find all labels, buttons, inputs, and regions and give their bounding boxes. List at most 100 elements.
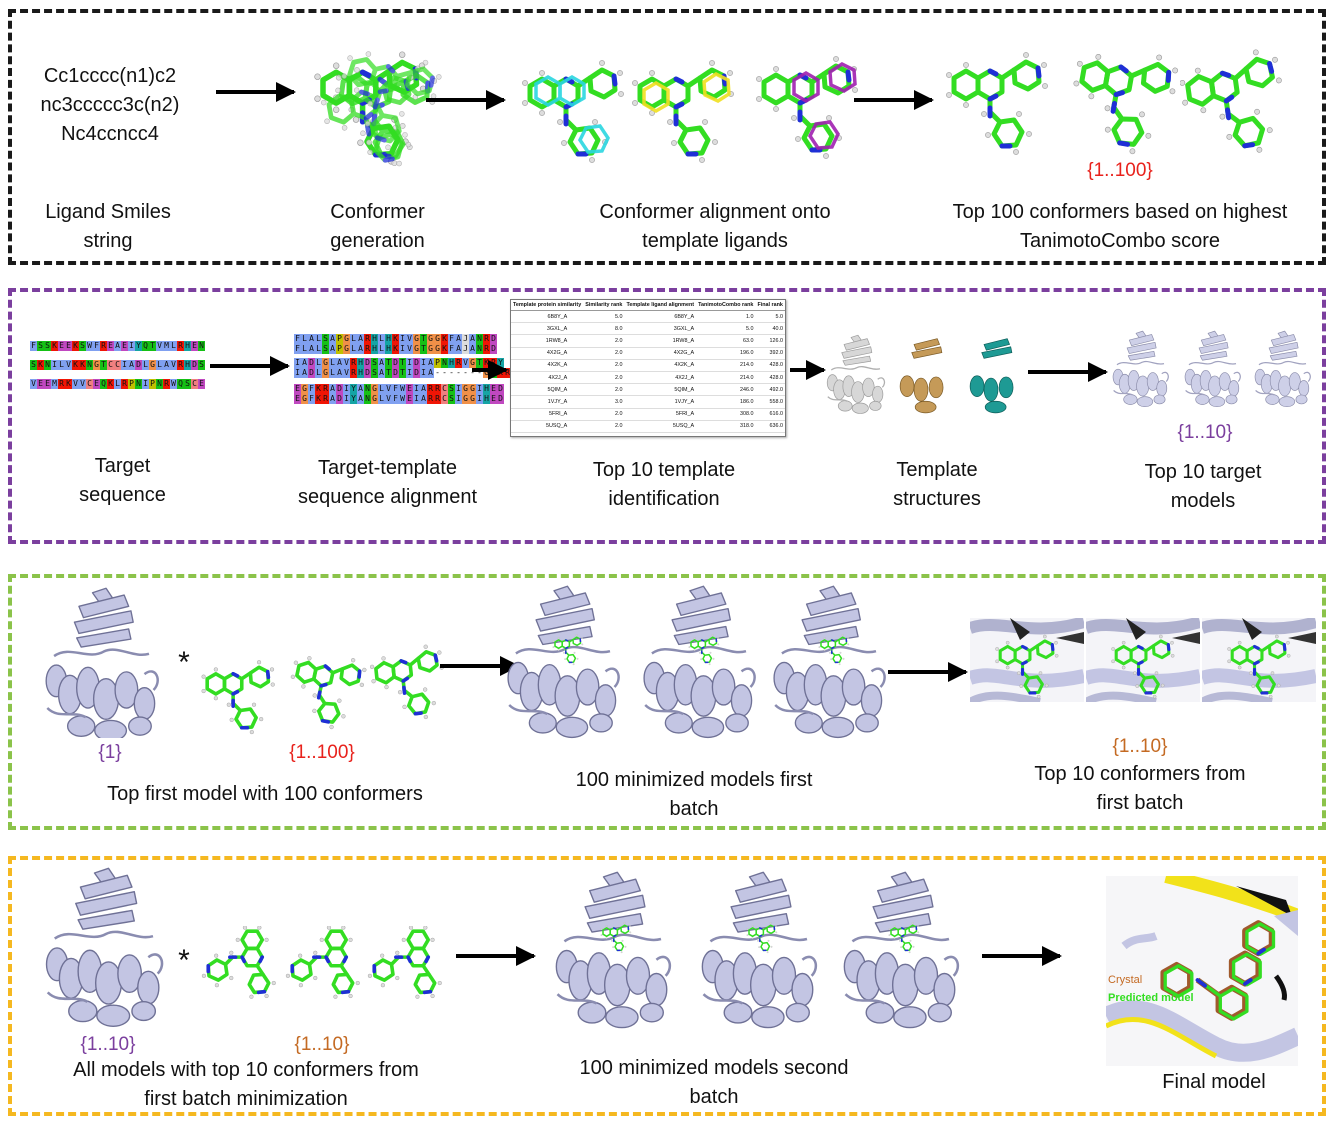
conformer-a-image	[200, 658, 277, 736]
arrow-table-to-structures	[790, 360, 826, 380]
label-ligand-smiles: Ligand Smiles string	[45, 201, 171, 252]
table-cell: 63.0	[696, 334, 756, 348]
table-cell: 1RW8_A	[624, 334, 697, 348]
label-all-models: All models with top 10 conformers from f…	[73, 1059, 419, 1110]
first-model-range-label: {1}	[98, 742, 122, 763]
second-batch-minimization-panel	[8, 856, 1326, 1116]
table-cell: 2.0	[583, 420, 625, 433]
crystal-label: Crystal	[1108, 974, 1143, 986]
top10-conformers-range-label-2: {1..10}	[294, 1034, 350, 1055]
table-cell: 246.0	[696, 383, 756, 397]
table-header-cell: Final rank	[755, 300, 785, 311]
table-header-cell: Similarity rank	[583, 300, 625, 311]
table-cell: 5FRI_A	[511, 408, 584, 421]
all-models-range-label: {1..10}	[80, 1034, 136, 1055]
table-cell: 5USQ_A	[511, 420, 584, 433]
top-conformer-c-image	[366, 926, 444, 1001]
table-cell: 2.0	[583, 383, 625, 397]
conformer-b-image	[288, 644, 370, 736]
template-structure-tan-image	[899, 338, 944, 414]
aligned-conformer-yellow-image	[628, 44, 742, 164]
table-cell: 4X2J_A	[624, 371, 697, 385]
table-cell: 8.0	[583, 322, 625, 336]
label-target-sequence: Target sequence	[79, 455, 166, 506]
arrow-sequence-to-alignment	[210, 356, 290, 376]
table-cell: 428.0	[755, 359, 785, 372]
table-cell: 1.0	[696, 310, 756, 324]
template-structure-gray-image	[826, 334, 886, 415]
table-cell: 558.0	[755, 395, 785, 409]
second-batch-model-3-image	[843, 871, 960, 1029]
minimized-model-1-image	[506, 585, 620, 739]
template-structure-teal-image	[969, 338, 1014, 414]
table-cell: 5FRI_A	[624, 408, 697, 421]
label-template-structures: Template structures	[893, 459, 981, 510]
table-cell: 2.0	[583, 371, 625, 385]
table-cell: 492.0	[755, 383, 785, 397]
conformer-c-image	[370, 641, 451, 726]
table-cell: 1RW8_A	[511, 334, 584, 348]
binding-site-inset-1-image	[970, 618, 1084, 702]
top-conformer-3-image	[1180, 36, 1290, 162]
top-conformer-a-image	[200, 926, 278, 1001]
multiply-symbol-2: *	[178, 944, 190, 977]
label-minimized-first-batch: 100 minimized models first batch	[575, 769, 813, 820]
arrow-alignment-to-table	[472, 360, 508, 380]
arrow-conformers-to-minimized	[440, 656, 520, 676]
table-cell: 3.0	[583, 395, 625, 409]
top-conformer-b-image	[284, 926, 362, 1001]
arrow-structures-to-models	[1028, 362, 1108, 382]
multiply-symbol: *	[178, 646, 190, 679]
table-cell: 214.0	[696, 371, 756, 385]
table-cell: 3GXL_A	[511, 322, 584, 336]
table-cell: 5.0	[696, 322, 756, 336]
table-cell: 3GXL_A	[624, 322, 697, 336]
ligand-preparation-panel	[8, 9, 1326, 265]
smiles-string-text: Cc1cccc(n1)c2 nc3ccccc3c(n2) Nc4ccncc4	[40, 65, 180, 145]
final-model-inset-image	[1106, 876, 1298, 1066]
table-cell: 318.0	[696, 420, 756, 433]
table-cell: 2.0	[583, 408, 625, 421]
table-cell: 4X2G_A	[511, 347, 584, 360]
arrow-smiles-to-conformers	[216, 82, 296, 102]
table-cell: 5.0	[583, 310, 625, 324]
table-cell: 1VJY_A	[624, 395, 697, 409]
minimized-model-3-image	[772, 585, 886, 739]
table-cell: 6B8Y_A	[624, 310, 697, 324]
table-cell: 196.0	[696, 347, 756, 360]
table-header-cell: Template ligand alignment	[624, 300, 697, 311]
predicted-model-label: Predicted model	[1108, 992, 1194, 1004]
table-cell: 616.0	[755, 408, 785, 421]
table-cell: 186.0	[696, 395, 756, 409]
first-model-protein-image	[44, 587, 159, 738]
homology-modeling-panel	[8, 288, 1326, 544]
second-batch-model-1-image	[555, 871, 672, 1029]
top-conformer-1-image	[944, 34, 1054, 164]
table-cell: 636.0	[755, 420, 785, 433]
table-cell: 308.0	[696, 408, 756, 421]
label-top-first-model: Top first model with 100 conformers	[107, 783, 423, 805]
label-conformer-generation: Conformer generation	[330, 201, 425, 252]
table-cell: 4X2K_A	[511, 359, 584, 372]
label-minimized-second-batch: 100 minimized models second batch	[579, 1057, 849, 1108]
arrow-second-batch-to-final	[982, 946, 1062, 966]
second-batch-model-2-image	[701, 871, 818, 1029]
label-final-model: Final model	[1162, 1071, 1266, 1093]
